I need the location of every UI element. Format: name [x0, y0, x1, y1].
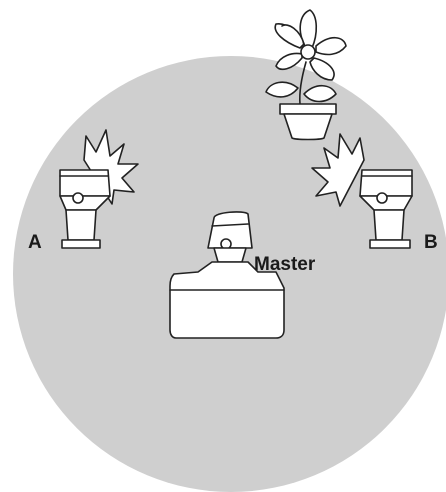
flash-b-label: B	[424, 232, 438, 253]
flash-a-speedlight-icon	[59, 129, 139, 249]
master-label: Master	[254, 254, 316, 275]
flash-b-speedlight-icon	[311, 133, 413, 249]
potted-flower-icon	[265, 9, 347, 141]
flash-a-label: A	[28, 232, 42, 253]
master-camera-icon	[169, 211, 285, 339]
